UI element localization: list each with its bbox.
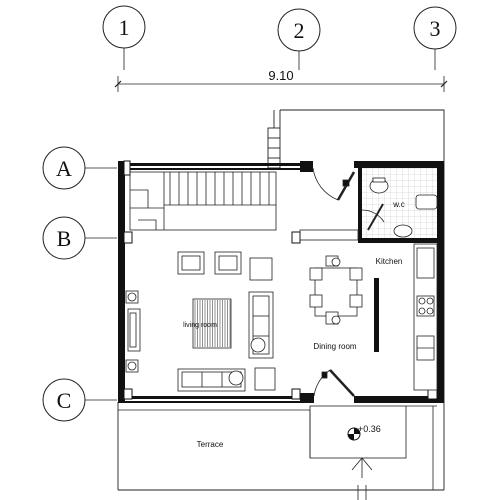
terrace-structures [118,405,437,500]
dimension-value: 9.10 [268,68,293,83]
entrance-door [312,167,356,201]
row-label-a: A [56,156,72,181]
living-label: living room [183,322,217,329]
walls [118,160,444,403]
row-bubble-c: C [42,378,117,422]
row-bubble-a: A [42,146,117,190]
row-label-b: B [57,226,72,251]
column-bubble-2: 2 [277,8,321,52]
wc-room: w.c [361,168,438,238]
column-bubble-3: 3 [413,6,457,50]
row-bubble-b: B [42,216,117,260]
column-bubble-1: 1 [102,5,146,49]
kitchen-label: Kitchen [376,257,403,266]
rug [194,300,231,347]
terrace-door [313,369,355,397]
kitchen-island [374,278,379,352]
dining-label: Dining room [313,342,356,351]
living-furniture [125,251,276,392]
dimension-line: 9.10 [114,68,448,92]
wc-label: w.c [392,200,405,209]
column-label-3: 3 [430,16,441,41]
dining-furniture [309,255,363,325]
level-marker: +0.36 [347,424,381,441]
level-mark: +0.36 [358,424,381,434]
column-label-1: 1 [119,15,130,40]
kitchen-counter [413,243,438,391]
terrace-label: Terrace [197,440,224,449]
staircase [129,171,359,241]
column-leaders [123,48,436,70]
row-label-c: C [57,388,72,413]
column-label-2: 2 [294,18,305,43]
